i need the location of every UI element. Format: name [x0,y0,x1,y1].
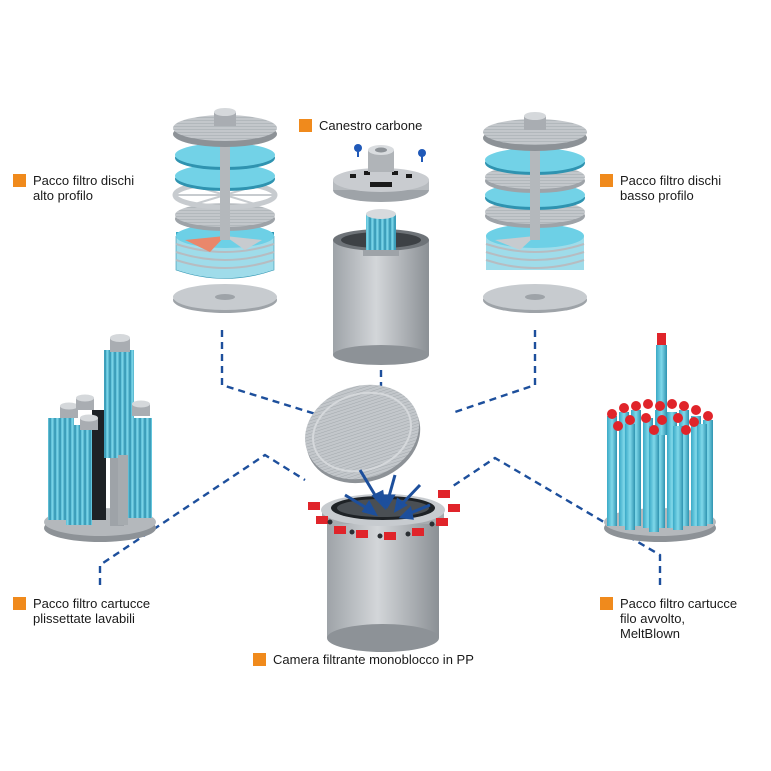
pleated-cartridge-pack [44,334,156,542]
orange-marker-square [13,597,26,610]
orange-marker-square [13,174,26,187]
connector-cartucce-filo [449,456,662,585]
label-canestro-line-1: Canestro carbone [319,118,423,133]
label-pacco-cartucce-lavabili: Pacco filtro cartucce plissettate lavabi… [13,596,150,626]
connector-dischi-alto [220,330,336,422]
label-pacco-dischi-basso: Pacco filtro dischi basso profilo [600,173,721,203]
label-cartucce-lavabili-line-2: plissettate lavabili [33,611,135,626]
disc-pack-low-profile [483,112,587,313]
label-dischi-basso-line-1: Pacco filtro dischi [620,173,722,188]
orange-marker-square [600,174,613,187]
label-camera-line-1: Camera filtrante monoblocco in PP [273,652,474,667]
connector-dischi-basso [454,330,537,414]
wound-cartridge-pack [604,333,716,542]
label-pacco-dischi-alto: Pacco filtro dischi alto profilo [13,173,134,203]
label-dischi-alto-line-2: alto profilo [33,188,93,203]
orange-marker-square [600,597,613,610]
label-dischi-alto-line-1: Pacco filtro dischi [33,173,135,188]
label-cartucce-filo-line-1: Pacco filtro cartucce [620,596,738,611]
label-camera-filtrante: Camera filtrante monoblocco in PP [253,652,474,667]
label-canestro-carbone: Canestro carbone [299,118,422,133]
label-dischi-basso-line-2: basso profilo [620,188,694,203]
label-pacco-cartucce-filo: Pacco filtro cartucce filo avvolto, Melt… [600,596,737,641]
orange-marker-square [253,653,266,666]
connector-cartucce-lavabili [98,453,306,585]
label-cartucce-filo-line-2: filo avvolto, [620,611,686,626]
filter-chamber [305,384,460,652]
label-cartucce-lavabili-line-1: Pacco filtro cartucce [33,596,151,611]
carbon-canister [333,144,429,365]
label-cartucce-filo-line-3: MeltBlown [620,626,680,641]
orange-marker-square [299,119,312,132]
disc-pack-high-profile [172,108,278,313]
connector-lines [98,330,662,585]
